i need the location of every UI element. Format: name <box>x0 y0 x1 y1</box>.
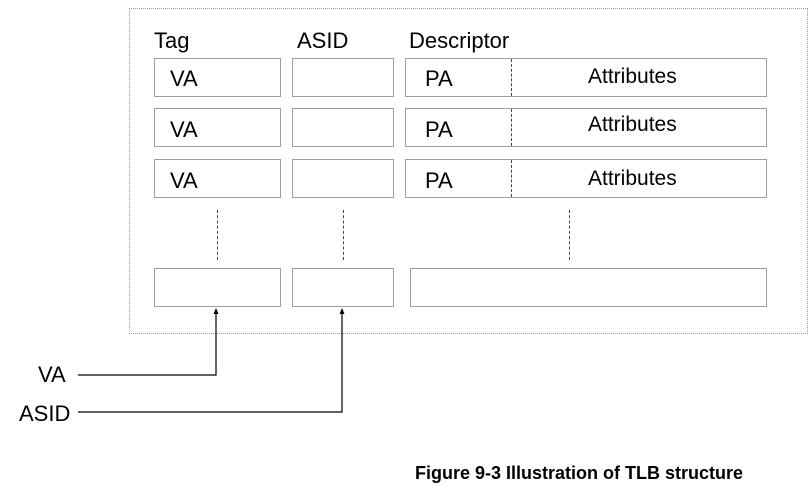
descriptor-column-header: Descriptor <box>409 28 510 53</box>
va-arrowhead <box>213 308 219 314</box>
tag-cell <box>154 159 281 198</box>
descriptor-divider <box>511 59 512 96</box>
pa-label: PA <box>425 66 453 91</box>
figure-caption: Figure 9-3 Illustration of TLB structure <box>415 463 744 483</box>
tag-cell-empty <box>154 268 281 307</box>
asid-cell-empty <box>292 268 394 307</box>
attributes-label: Attributes <box>588 113 677 136</box>
asid-input-label: ASID <box>19 401 71 426</box>
descriptor-divider <box>511 109 512 146</box>
descriptor-divider <box>511 160 512 197</box>
asid-arrowhead <box>339 308 345 314</box>
asid-cell <box>292 159 394 198</box>
tag-va-label: VA <box>170 168 198 193</box>
asid-continuation-line <box>343 210 344 260</box>
attributes-label: Attributes <box>588 167 677 190</box>
tag-va-label: VA <box>170 117 198 142</box>
va-input-wire <box>78 312 217 376</box>
attributes-label: Attributes <box>588 65 677 88</box>
asid-column-header: ASID <box>297 28 349 53</box>
tag-continuation-line <box>217 210 218 260</box>
pa-label: PA <box>425 117 453 142</box>
va-input-label: VA <box>38 362 66 387</box>
asid-input-wire <box>78 312 343 413</box>
descriptor-cell-empty <box>410 268 767 307</box>
descriptor-cell <box>405 159 767 198</box>
tag-cell <box>154 58 281 97</box>
tag-cell <box>154 108 281 147</box>
pa-label: PA <box>425 168 453 193</box>
tag-va-label: VA <box>170 66 198 91</box>
descriptor-continuation-line <box>569 210 570 260</box>
asid-cell <box>292 108 394 147</box>
descriptor-cell <box>405 58 767 97</box>
asid-cell <box>292 58 394 97</box>
tag-column-header: Tag <box>154 28 190 53</box>
descriptor-cell <box>405 108 767 147</box>
